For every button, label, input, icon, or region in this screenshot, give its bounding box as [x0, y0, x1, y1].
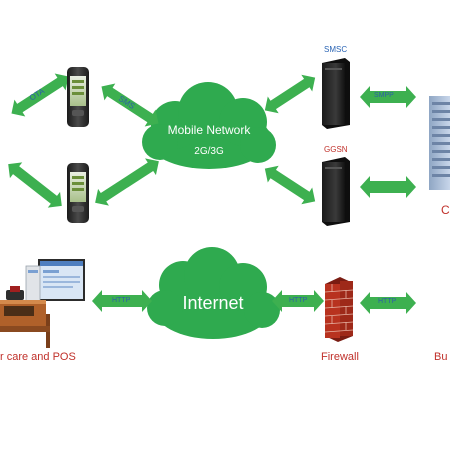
mobile-network-cloud [142, 82, 276, 169]
mobile-network-title: Mobile Network [167, 123, 251, 137]
mobile-network-subtitle: 2G/3G [194, 146, 224, 157]
arrow-ota [11, 73, 69, 117]
arrow-internet-firewall [272, 290, 324, 312]
customer-care-pos-icon [0, 259, 85, 348]
arrow-ggsn-right [360, 176, 416, 198]
ggsn-label: GGSN [324, 145, 348, 154]
arrow-smpp [360, 86, 416, 108]
arrow-firewall-right [360, 292, 416, 314]
arrow-cloud-smsc [264, 74, 316, 114]
right-top-label: C [441, 203, 450, 217]
mobile-phone-bottom-icon [67, 163, 89, 223]
smpp-label: SMPP [374, 92, 394, 99]
firewall-icon [324, 277, 354, 342]
http-label-pos: HTTP [112, 297, 131, 304]
customer-care-label: r care and POS [0, 351, 76, 363]
ggsn-server-icon [322, 157, 350, 226]
http-label-firewall: HTTP [289, 297, 308, 304]
internet-cloud [147, 247, 280, 339]
arrow-cloud-ggsn [264, 165, 316, 205]
internet-title: Internet [182, 293, 244, 313]
http-label-right: HTTP [378, 298, 397, 305]
right-bottom-label: Bu [434, 351, 448, 363]
smsc-label: SMSC [324, 45, 348, 54]
core-rack-icon [429, 96, 450, 190]
arrow-pos-internet [92, 290, 152, 312]
firewall-label: Firewall [321, 351, 359, 363]
mobile-phone-top-icon [67, 67, 89, 127]
arrow-sms [101, 83, 159, 127]
arrow-phone2-cloud [95, 158, 159, 206]
arrow-left-mid [8, 162, 62, 208]
smsc-server-icon [322, 58, 350, 129]
